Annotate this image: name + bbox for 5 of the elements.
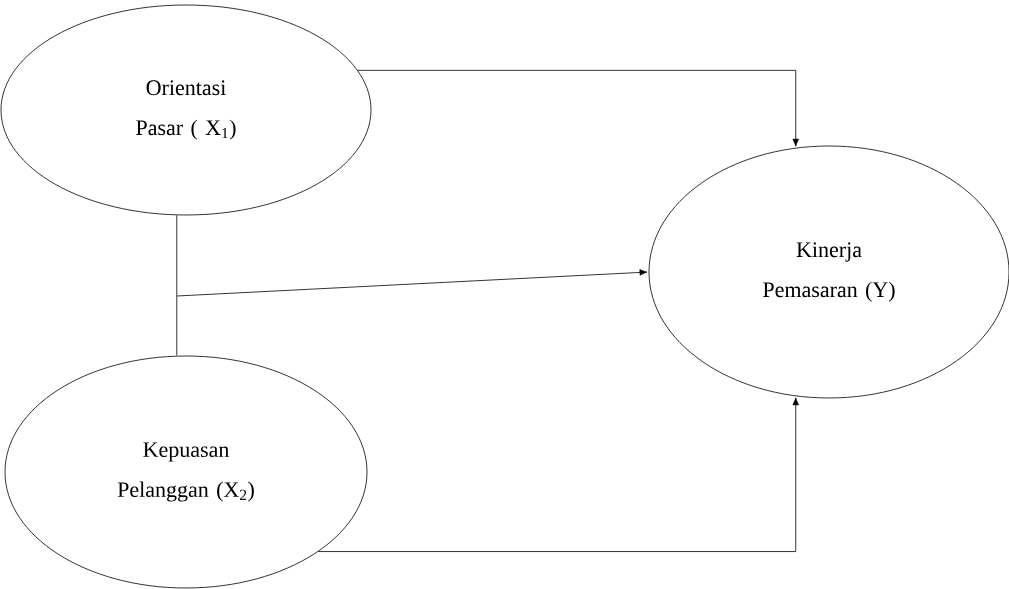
oval-node: Kepuasan Pelanggan (X$_{2}$) [4,355,368,589]
arrow [318,397,799,552]
arrow [176,214,648,356]
oval-node: Orientasi Pasar ( X$_{1}$) [0,4,372,216]
arrow [357,69,799,147]
